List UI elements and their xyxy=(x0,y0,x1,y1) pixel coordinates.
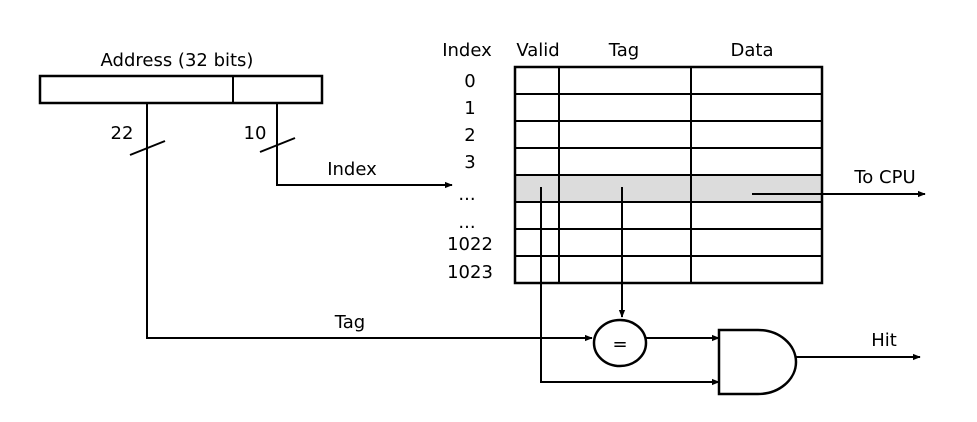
index-wire-label: Index xyxy=(327,159,377,180)
row-index-label: ... xyxy=(458,184,475,205)
cache-table xyxy=(513,65,824,285)
tag-wire-label: Tag xyxy=(334,312,365,333)
hit-label: Hit xyxy=(871,330,897,351)
row-index-labels: 0 1 2 3 ... ... 1022 1023 xyxy=(447,71,493,283)
tag-bits-label: 22 xyxy=(111,123,134,144)
row-index-label: 3 xyxy=(464,152,475,173)
row-index-label: 2 xyxy=(464,125,475,146)
highlighted-row xyxy=(515,175,822,202)
tag-header: Tag xyxy=(608,40,639,61)
address-label: Address (32 bits) xyxy=(101,50,254,71)
valid-bit-wire xyxy=(540,187,720,386)
data-header: Data xyxy=(731,40,774,61)
index-bits-label: 10 xyxy=(244,123,267,144)
comparator-symbol: = xyxy=(612,334,627,355)
row-index-label: 1 xyxy=(464,98,475,119)
to-cpu-label: To CPU xyxy=(853,167,915,188)
row-index-label: 1023 xyxy=(447,262,493,283)
valid-header: Valid xyxy=(516,40,559,61)
and-gate xyxy=(717,328,798,396)
row-index-label: ... xyxy=(458,212,475,233)
address-register xyxy=(38,74,324,105)
tag-wire xyxy=(146,103,593,342)
index-header: Index xyxy=(442,40,492,61)
row-index-label: 0 xyxy=(464,71,475,92)
tag-comparator xyxy=(592,318,648,368)
index-wire xyxy=(276,103,453,189)
row-index-label: 1022 xyxy=(447,234,493,255)
